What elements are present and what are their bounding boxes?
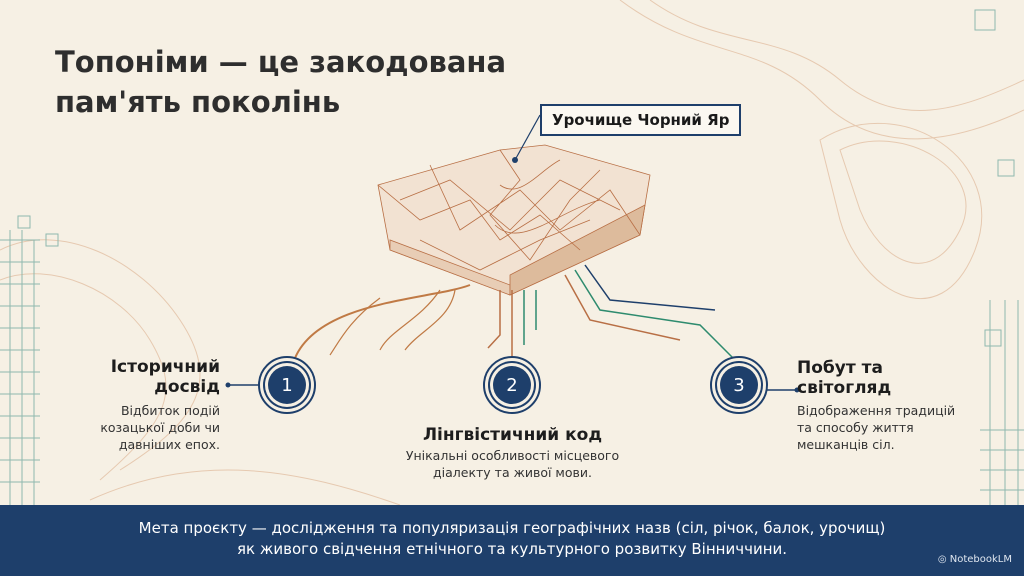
step-2-badge: 2 [483,356,541,414]
step-3-badge: 3 [710,356,768,414]
step-1-heading: Історичний досвід [110,357,220,397]
banner-line-2: як живого свідчення етнічного та культур… [236,540,788,558]
step-3-description: Відображення традицій та способу життя м… [797,403,956,452]
step-1-description: Відбиток подій козацької доби чи давніши… [100,403,220,452]
landmark-label: Урочище Чорний Яр [540,104,742,136]
page-title: Топоніми — це закодована пам'ять поколін… [55,45,507,119]
step-1-badge: 1 [258,356,316,414]
notebooklm-brand: ◎ NotebookLM [937,554,1012,565]
project-goal-banner: Мета проєкту — дослідження та популяриза… [0,505,1024,576]
step-2-heading: Лінгвістичний код [422,425,603,445]
roots [294,284,471,359]
step-2-description: Унікальні особливості місцевого діалекту… [405,448,620,480]
terrain-block-illustration [377,144,651,296]
notebooklm-logo-icon: ◎ [937,554,950,565]
pixel-grid-left [0,215,59,505]
pixel-grid-right [960,9,1024,576]
step-3-heading: Побут та світогляд [797,358,892,398]
banner-line-1: Мета проєкту — дослідження та популяриза… [138,519,886,537]
